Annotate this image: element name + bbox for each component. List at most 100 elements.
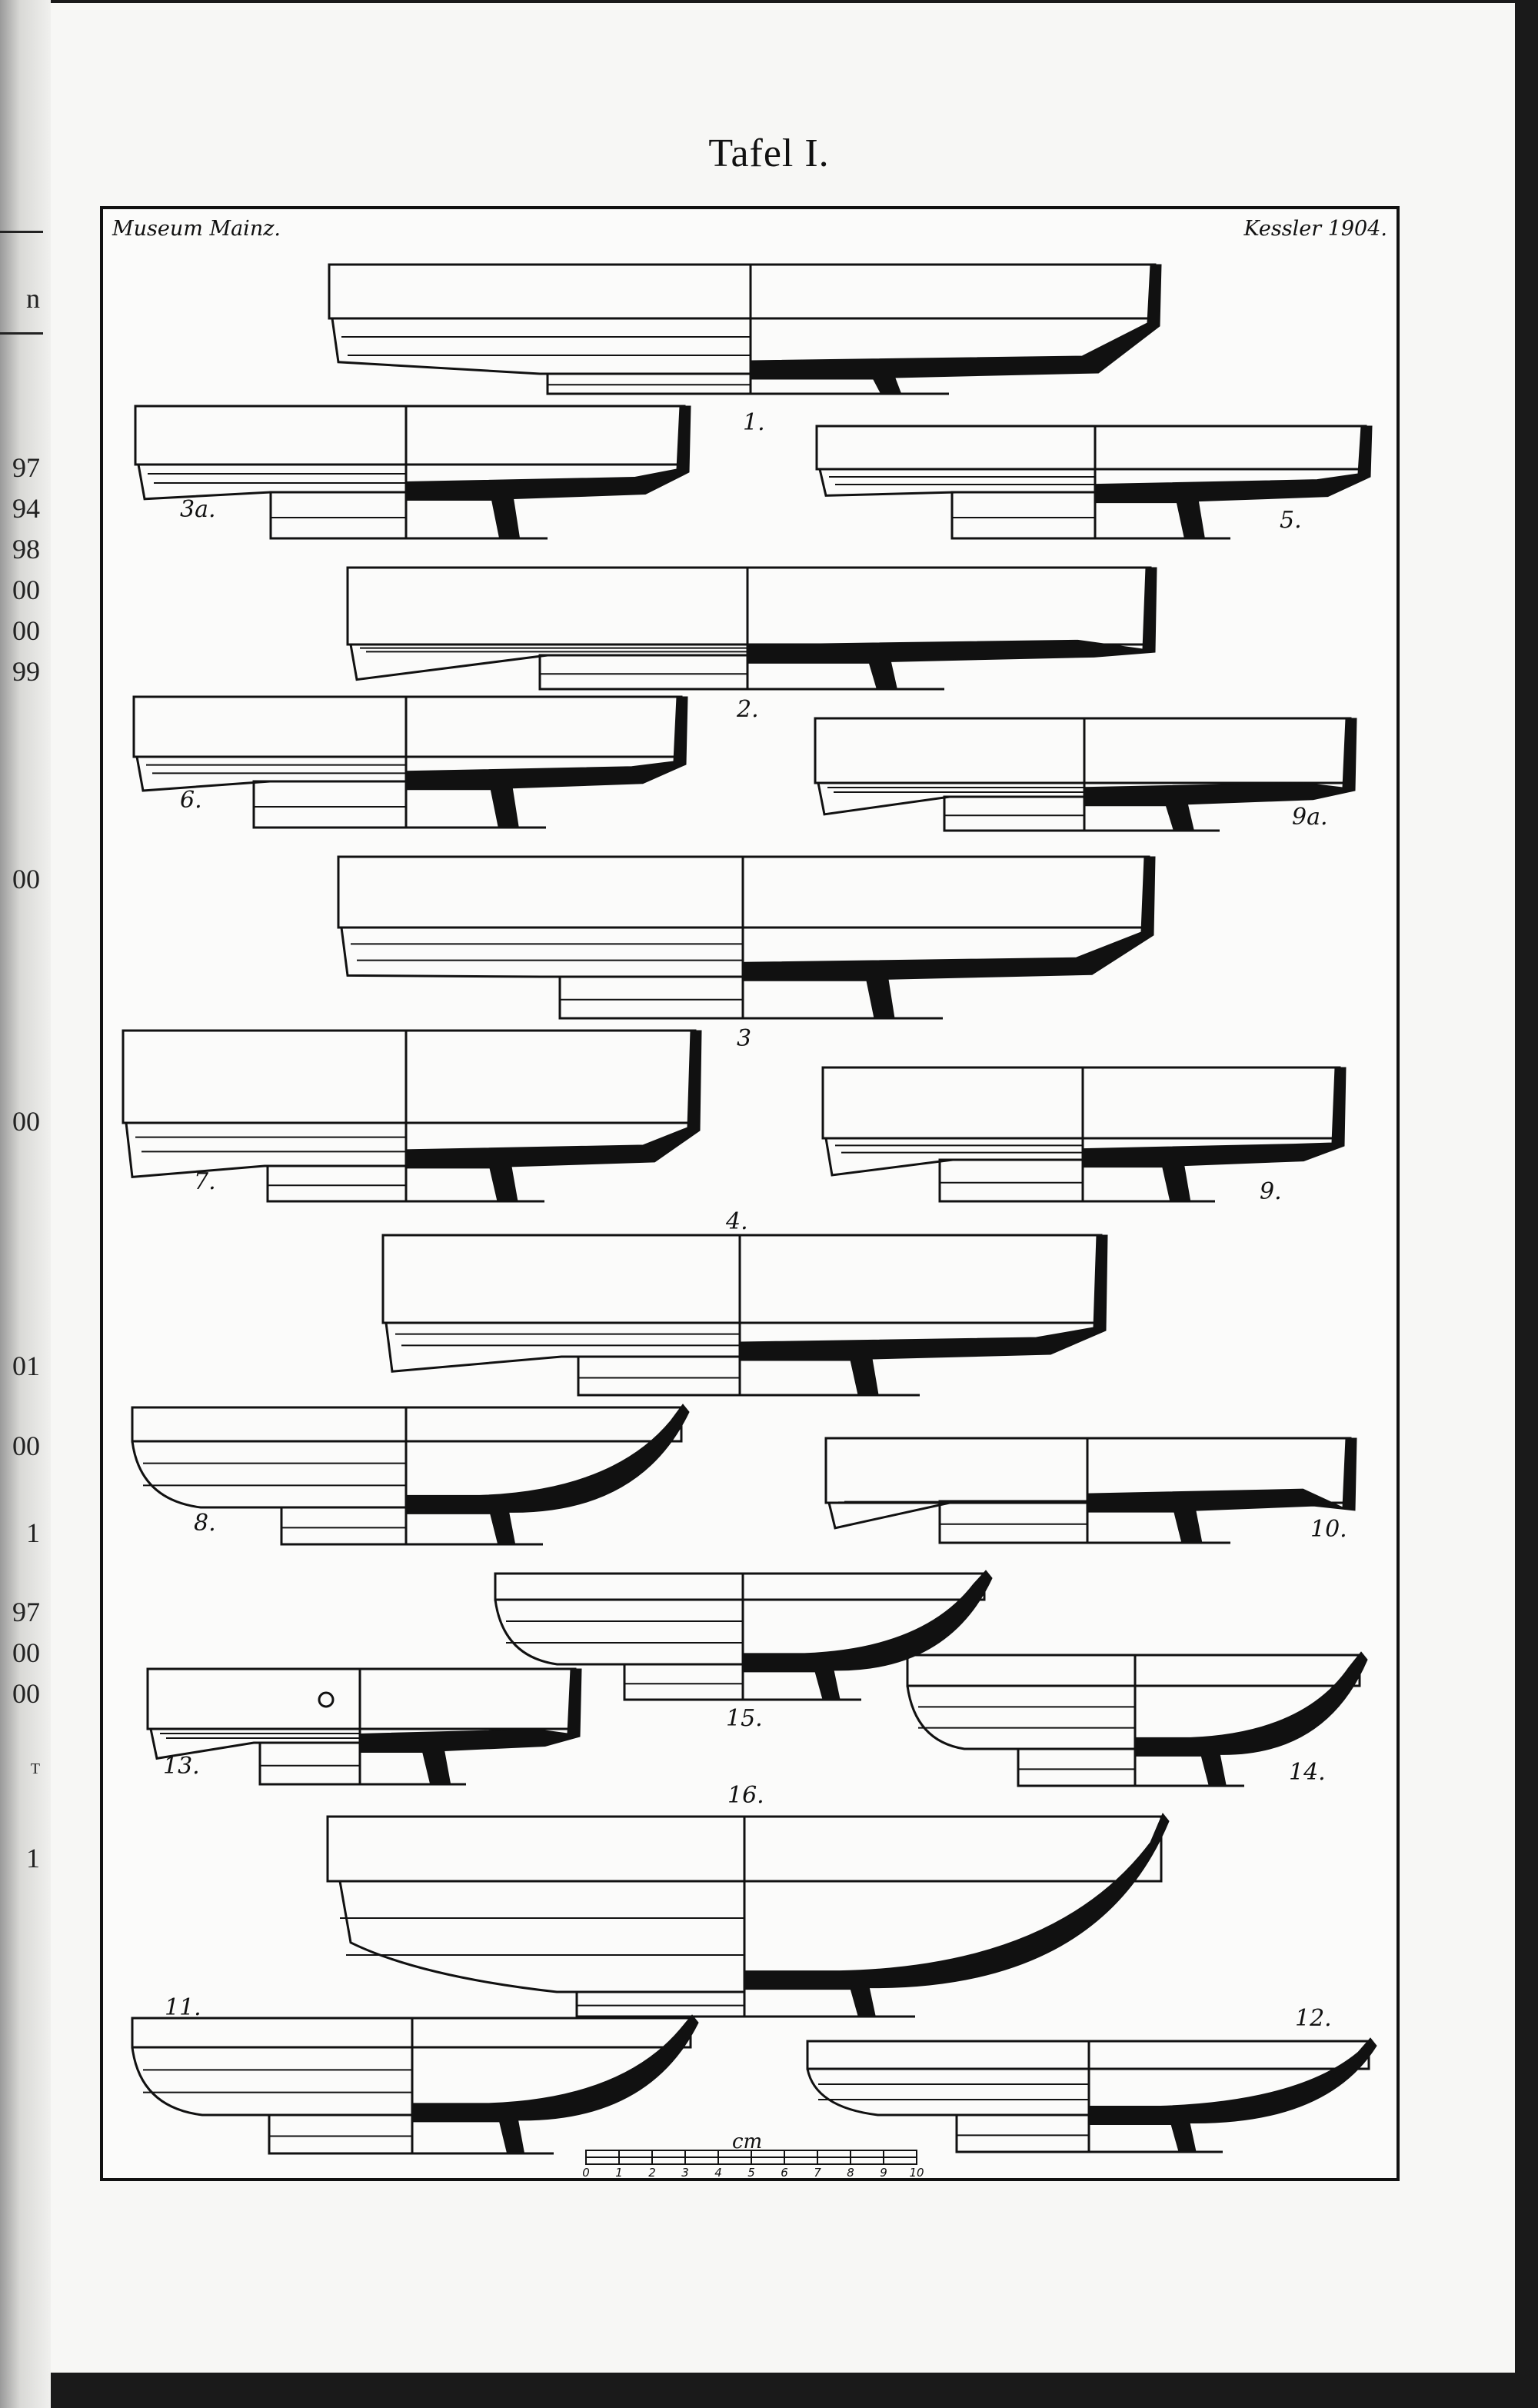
margin-fragment: 00 bbox=[12, 1430, 40, 1461]
vessel-9a-section bbox=[1084, 718, 1357, 831]
vessel-4-foot bbox=[577, 1355, 741, 1397]
vessel-9-outer-wall bbox=[824, 1137, 1083, 1177]
scale-tick-label: 10 bbox=[909, 2166, 924, 2180]
vessel-12-foot bbox=[955, 2113, 1090, 2153]
vessel-13-foot bbox=[258, 1741, 361, 1786]
scale-tick-label: 4 bbox=[714, 2166, 722, 2180]
margin-fragment: 00 bbox=[12, 1678, 40, 1709]
scale-tick-label: 0 bbox=[582, 2166, 590, 2180]
vessel-15-section bbox=[742, 1570, 993, 1700]
signature-museum: Museum Mainz. bbox=[112, 217, 281, 241]
figure-label-4: 4. bbox=[726, 1208, 748, 1235]
vessel-4-right-outline bbox=[740, 1235, 1103, 1397]
vessel-7-rim bbox=[122, 1029, 697, 1124]
vessel-14-rim bbox=[906, 1654, 1361, 1687]
figure-label-12: 12. bbox=[1295, 2005, 1332, 2032]
vessel-15-right-outline bbox=[743, 1574, 986, 1701]
margin-fragment: 00 bbox=[12, 575, 40, 605]
vessel-1-outer-wall bbox=[331, 318, 751, 375]
vessel-13-volute bbox=[318, 1691, 335, 1708]
margin-fragment: 99 bbox=[12, 656, 40, 687]
vessel-3-foot bbox=[558, 975, 744, 1020]
vessel-14-section bbox=[1134, 1651, 1368, 1787]
vessel-5-section bbox=[1094, 425, 1373, 539]
vessel-5-foot bbox=[950, 491, 1097, 540]
margin-fragment: 97 bbox=[12, 452, 40, 483]
vessel-9-foot bbox=[938, 1158, 1084, 1203]
vessel-8-outer-wall bbox=[131, 1440, 406, 1509]
margin-fragment: T bbox=[30, 1760, 40, 1777]
vessel-6-right-outline bbox=[406, 697, 683, 829]
page-title: Tafel I. bbox=[708, 132, 830, 175]
figure-label-10: 10. bbox=[1310, 1516, 1347, 1543]
figure-label-11: 11. bbox=[165, 1994, 201, 2021]
vessel-2-rim bbox=[346, 566, 1152, 646]
figure-label-13: 13. bbox=[163, 1753, 200, 1780]
vessel-3a-right-outline bbox=[406, 406, 686, 540]
figure-label-9a: 9a. bbox=[1292, 804, 1328, 831]
figure-label-1: 1. bbox=[743, 409, 765, 436]
vessel-3-outer-wall bbox=[340, 927, 743, 978]
vessel-13-rim bbox=[146, 1667, 577, 1730]
scale-tick-label: 8 bbox=[847, 2166, 854, 2180]
vessel-15-rim bbox=[494, 1572, 986, 1601]
vessel-1-section bbox=[750, 264, 1162, 395]
vessel-2-foot bbox=[538, 654, 749, 691]
figure-label-2: 2. bbox=[737, 696, 759, 723]
scale-tick-label: 6 bbox=[781, 2166, 788, 2180]
vessel-16-section bbox=[744, 1813, 1170, 2017]
margin-fragment: 1 bbox=[26, 1517, 40, 1548]
vessel-12-section bbox=[1088, 2037, 1377, 2153]
vessel-3a-outer-wall bbox=[137, 464, 406, 501]
scale-tick-label: 5 bbox=[747, 2166, 755, 2180]
vessel-16-outer-wall bbox=[338, 1880, 744, 1993]
vessel-8-section bbox=[405, 1404, 690, 1545]
figure-label-8: 8. bbox=[194, 1510, 216, 1537]
vessel-4-section bbox=[739, 1234, 1108, 1396]
vessel-13-section bbox=[359, 1668, 582, 1785]
vessel-7-section bbox=[405, 1030, 702, 1202]
vessel-2-section bbox=[747, 567, 1157, 690]
vessel-3-right-outline bbox=[743, 857, 1150, 1020]
vessel-9a-foot bbox=[943, 795, 1086, 832]
figure-label-16: 16. bbox=[727, 1782, 764, 1809]
vessel-7-outer-wall bbox=[125, 1122, 406, 1179]
scale-tick-label: 2 bbox=[648, 2166, 656, 2180]
scale-tick-label: 1 bbox=[615, 2166, 623, 2180]
vessel-7-right-outline bbox=[406, 1031, 697, 1203]
vessel-6-foot bbox=[252, 780, 408, 829]
vessel-11-right-outline bbox=[412, 2018, 692, 2155]
vessel-1-rim bbox=[328, 263, 1157, 320]
vessel-14-outer-wall bbox=[906, 1685, 1135, 1750]
vessel-4-rim bbox=[381, 1234, 1103, 1324]
facing-page-edge: n 97 94 98 00 00 99 00 00 01 00 1 97 00 … bbox=[0, 0, 51, 2408]
vessel-5-rim bbox=[815, 425, 1367, 471]
margin-fragment: 98 bbox=[12, 534, 40, 565]
figure-label-14: 14. bbox=[1289, 1759, 1326, 1786]
figure-label-3a: 3a. bbox=[180, 496, 216, 523]
vessel-6-rim bbox=[132, 695, 683, 758]
margin-fragment: 00 bbox=[12, 1106, 40, 1137]
figure-label-5: 5. bbox=[1280, 507, 1302, 534]
margin-fragment: 00 bbox=[12, 1637, 40, 1668]
vessel-15-outer-wall bbox=[494, 1599, 743, 1666]
signature-artist: Kessler 1904. bbox=[1243, 217, 1387, 241]
vessel-9a-rim bbox=[814, 717, 1352, 784]
margin-fragment: 94 bbox=[12, 493, 40, 524]
margin-fragment: 1 bbox=[26, 1843, 40, 1873]
facing-page-rule bbox=[0, 332, 43, 335]
margin-fragment: 01 bbox=[12, 1351, 40, 1381]
vessel-11-section bbox=[411, 2014, 699, 2154]
figure-label-15: 15. bbox=[726, 1705, 763, 1732]
vessel-8-right-outline bbox=[406, 1407, 683, 1546]
vessel-10-section bbox=[1087, 1437, 1357, 1544]
margin-fragment: n bbox=[26, 283, 40, 314]
vessel-7-foot bbox=[266, 1164, 408, 1203]
vessel-9-section bbox=[1082, 1067, 1347, 1202]
vessel-15-foot bbox=[623, 1663, 744, 1701]
figure-label-9: 9. bbox=[1260, 1178, 1282, 1205]
vessel-9-rim bbox=[821, 1066, 1341, 1140]
vessel-3-section bbox=[742, 856, 1156, 1019]
figure-label-3: 3 bbox=[737, 1025, 752, 1052]
